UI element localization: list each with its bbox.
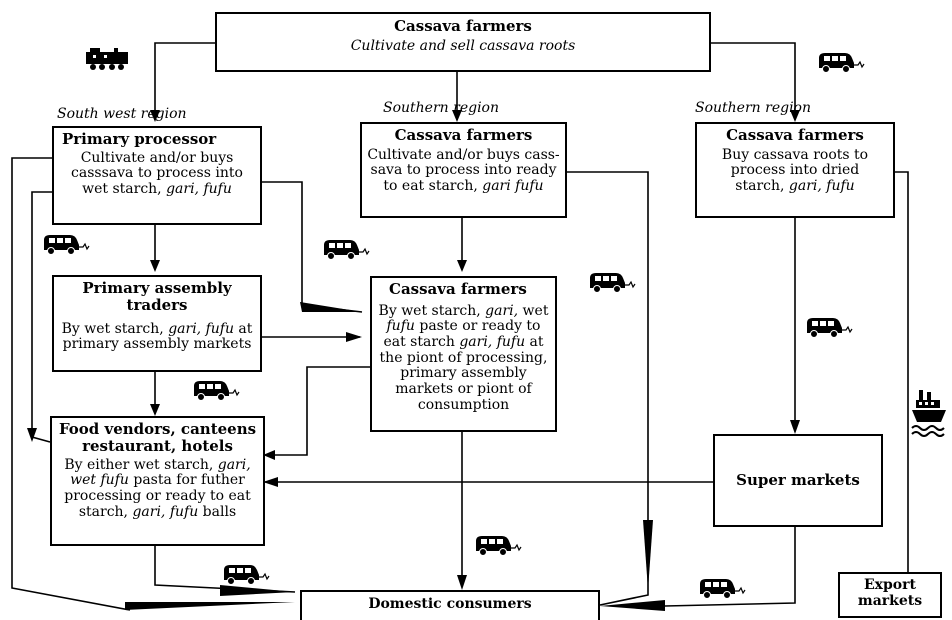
super-markets-box: Super markets bbox=[713, 434, 883, 527]
van-icon bbox=[222, 562, 270, 590]
farmers-center-box: Cassava farmers By wet starch, gari, wet… bbox=[370, 276, 557, 432]
primary-processor-box: Primary processor Cultivate and/or buys … bbox=[52, 126, 262, 225]
top-box-title: Cassava farmers bbox=[394, 17, 532, 35]
primary-processor-desc: Cultivate and/or buys casssava to proces… bbox=[71, 149, 243, 198]
assembly-traders-title: Primary assembly traders bbox=[82, 279, 232, 314]
primary-assembly-traders-box: Primary assembly traders By wet starch, … bbox=[52, 275, 262, 372]
domestic-consumers-title: Domestic consumers bbox=[368, 596, 532, 612]
export-markets-title: Export markets bbox=[857, 577, 923, 609]
top-box-subtitle: Cultivate and sell cassava roots bbox=[350, 37, 576, 54]
van-icon bbox=[698, 576, 746, 604]
food-vendors-desc: By either wet starch, gari, wet fufu pas… bbox=[64, 456, 251, 520]
van-icon bbox=[805, 315, 853, 343]
domestic-consumers-box: Domestic consumers bbox=[300, 590, 600, 620]
van-icon bbox=[192, 378, 240, 406]
farmers-southern-mid-box: Cassava farmers Cultivate and/or buys ca… bbox=[360, 122, 567, 218]
ship-icon bbox=[911, 390, 946, 437]
farmers-mid-desc: Cultivate and/or buys cass-sava to proce… bbox=[367, 146, 560, 195]
van-icon bbox=[322, 237, 370, 265]
van-icon bbox=[817, 50, 865, 78]
food-vendors-title: Food vendors, canteens restaurant, hotel… bbox=[58, 420, 257, 455]
van-icon bbox=[42, 232, 90, 260]
farmers-mid-title: Cassava farmers bbox=[394, 126, 533, 144]
farmers-right-title: Cassava farmers bbox=[726, 126, 864, 144]
region-label-south-west: South west region bbox=[57, 106, 187, 122]
train-icon bbox=[86, 48, 128, 70]
super-markets-title: Super markets bbox=[736, 471, 860, 490]
van-icon bbox=[588, 270, 636, 298]
top-cassava-farmers-box: Cassava farmers Cultivate and sell cassa… bbox=[215, 12, 711, 72]
farmers-center-title: Cassava farmers bbox=[389, 280, 527, 298]
region-label-southern-mid: Southern region bbox=[383, 100, 499, 116]
farmers-center-desc: By wet starch, gari, wet fufu paste or r… bbox=[378, 302, 549, 413]
farmers-southern-right-box: Cassava farmers Buy cassava roots to pro… bbox=[695, 122, 895, 218]
export-markets-box: Export markets bbox=[838, 572, 942, 618]
food-vendors-box: Food vendors, canteens restaurant, hotel… bbox=[50, 416, 265, 546]
farmers-right-desc: Buy cassava roots to process into dried … bbox=[721, 146, 869, 195]
assembly-traders-desc: By wet starch, gari, fufu at primary ass… bbox=[61, 320, 253, 353]
region-label-southern-right: Southern region bbox=[695, 100, 811, 116]
van-icon bbox=[474, 533, 522, 561]
primary-processor-title: Primary processor bbox=[62, 130, 217, 148]
